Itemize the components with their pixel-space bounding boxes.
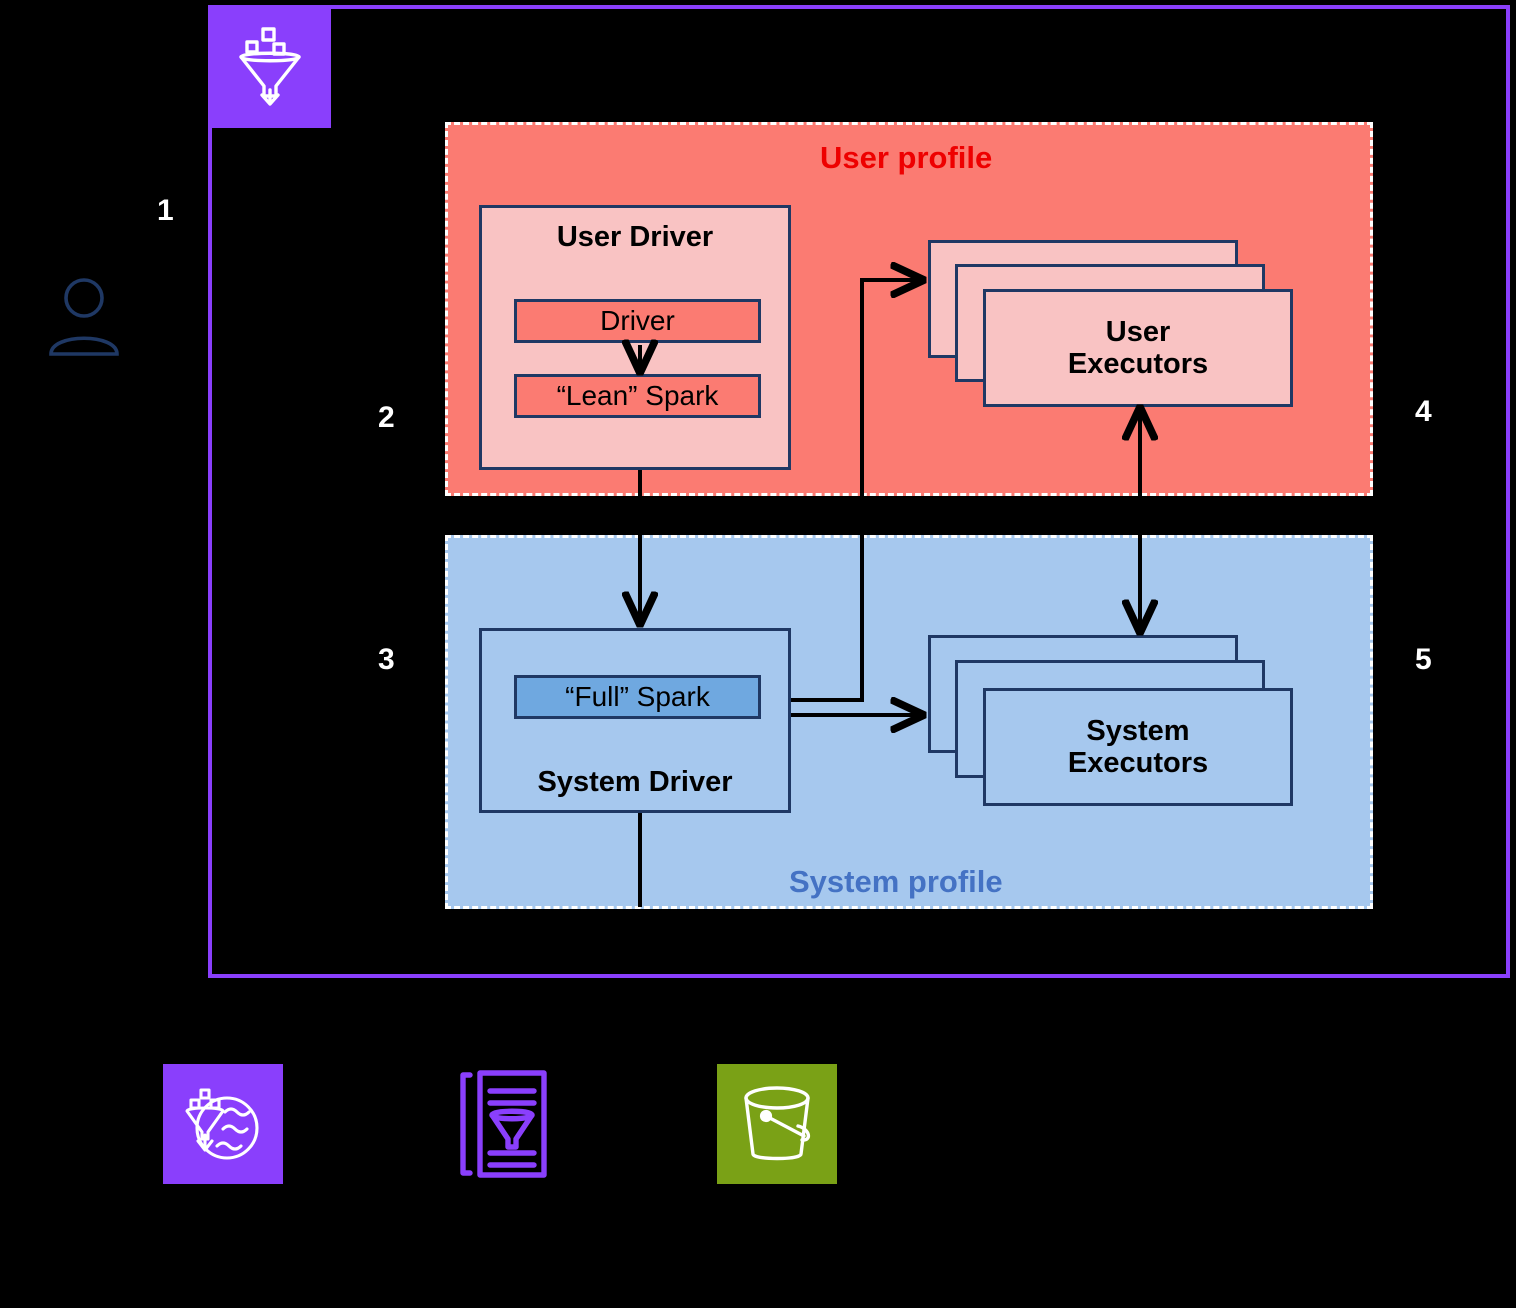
data-lake-icon[interactable] [163,1064,283,1184]
person-icon [48,278,120,356]
step-number-2: 2 [378,401,395,434]
system-profile-title: System profile [789,864,1003,899]
step-number-4: 4 [1415,395,1432,428]
glue-catalog-icon[interactable] [448,1064,560,1184]
system-driver-panel [479,628,791,813]
step-number-3: 3 [378,643,395,676]
user-executor-card-front[interactable] [983,289,1293,407]
system-executor-card-front[interactable] [983,688,1293,806]
user-driver-chip-driver[interactable]: Driver [514,299,761,343]
user-driver-heading: User Driver [556,221,714,253]
session-frame [208,5,1510,978]
s3-bucket-icon[interactable] [717,1064,837,1184]
system-driver-heading: System Driver [537,766,733,798]
user-profile-title: User profile [820,140,993,175]
step-number-5: 5 [1415,643,1432,676]
user-driver-chip-lean-spark[interactable]: “Lean” Spark [514,374,761,418]
glue-funnel-icon[interactable] [209,5,331,128]
system-driver-chip-full-spark[interactable]: “Full” Spark [514,675,761,719]
step-number-1: 1 [157,194,174,227]
